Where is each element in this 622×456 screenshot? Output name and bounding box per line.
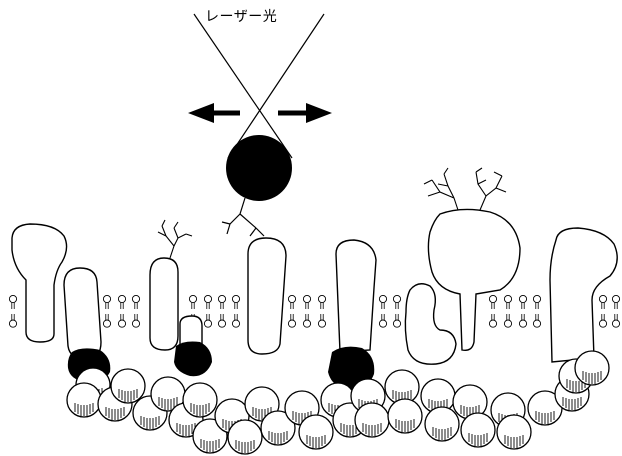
lipid-bilayer bbox=[9, 295, 619, 327]
antibody-linker bbox=[222, 198, 264, 236]
arrow-left-icon bbox=[188, 103, 240, 123]
arrow-right-icon bbox=[278, 103, 332, 123]
membrane-proteins bbox=[12, 209, 617, 364]
bead bbox=[226, 135, 292, 201]
